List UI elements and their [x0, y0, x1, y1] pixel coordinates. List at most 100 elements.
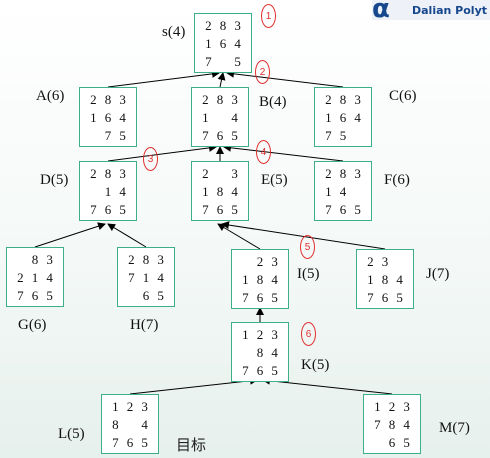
node-I: 2 3 1 8 4 7 6 5 — [231, 249, 289, 309]
tile: 7 — [205, 53, 212, 69]
tile: 6 — [126, 434, 134, 450]
tile — [213, 164, 228, 182]
node-E: 2 3 1 8 4 7 6 5 — [191, 161, 249, 221]
tile: 2 — [17, 269, 24, 285]
tile: 5 — [271, 362, 278, 378]
tile — [216, 52, 231, 70]
node-label-s: s(4) — [162, 24, 186, 40]
edge-C-s — [226, 69, 344, 88]
tile: 6 — [31, 287, 39, 303]
tile: 2 — [90, 91, 97, 107]
tile: 5 — [46, 287, 53, 303]
tile: 1 — [374, 398, 381, 414]
tile: 5 — [403, 434, 410, 450]
tile: 1 — [205, 35, 212, 51]
node-label-G: G(6) — [18, 317, 47, 333]
node-L: 1 2 3 8 4 7 6 5 — [101, 394, 159, 454]
tile: 3 — [46, 251, 53, 267]
tile: 7 — [17, 287, 24, 303]
tile: 7 — [112, 434, 119, 450]
tile — [370, 433, 385, 451]
tile: 5 — [271, 289, 278, 305]
tile: 4 — [231, 109, 238, 125]
tile: 6 — [388, 434, 396, 450]
tile: 1 — [31, 269, 39, 285]
tile: 8 — [381, 271, 389, 287]
tile: 5 — [119, 201, 126, 217]
node-D: 2 8 3 1 4 7 6 5 — [79, 161, 137, 221]
node-K: 1 2 3 8 4 7 6 5 — [231, 322, 289, 382]
tile — [13, 250, 28, 268]
tile: 6 — [256, 362, 264, 378]
tile: 3 — [234, 17, 241, 33]
tile: 6 — [219, 35, 227, 51]
tile: 4 — [119, 109, 126, 125]
order-badge-K: 6 — [301, 322, 316, 346]
tile: 6 — [256, 289, 264, 305]
tile: 2 — [256, 253, 264, 269]
tile: 4 — [354, 109, 361, 125]
node-label-K: K(5) — [301, 357, 330, 373]
node-H: 2 8 3 7 1 4 6 5 — [117, 247, 175, 307]
node-label-B: B(4) — [259, 94, 287, 110]
tile: 5 — [396, 289, 403, 305]
node-label-I: I(5) — [297, 266, 320, 282]
order-badge-B: 2 — [255, 60, 270, 84]
tile: 6 — [216, 201, 224, 217]
node-A: 2 8 3 1 6 4 7 5 — [79, 87, 137, 147]
tile: 8 — [216, 91, 224, 107]
tile: 6 — [104, 201, 112, 217]
tile: 3 — [119, 165, 126, 181]
tile: 6 — [216, 127, 224, 143]
tile: 1 — [325, 109, 332, 125]
goal-label: 目标 — [176, 436, 207, 454]
tile: 7 — [325, 127, 332, 143]
tile: 1 — [242, 271, 249, 287]
order-badge-s: 1 — [261, 4, 276, 28]
tile: 1 — [104, 183, 112, 199]
tile: 3 — [231, 165, 238, 181]
tile: 8 — [104, 165, 112, 181]
tile: 8 — [339, 91, 347, 107]
edge-B-s — [217, 72, 226, 88]
tile — [238, 343, 253, 361]
tile: 7 — [202, 127, 209, 143]
tile: 2 — [126, 398, 134, 414]
tile: 5 — [234, 53, 241, 69]
tile: 4 — [271, 271, 278, 287]
node-J: 2 3 1 8 4 7 6 5 — [356, 249, 414, 309]
tile — [350, 182, 365, 200]
tile: 2 — [256, 326, 264, 342]
tile: 3 — [231, 91, 238, 107]
tile: 5 — [231, 127, 238, 143]
tile: 8 — [256, 271, 264, 287]
tile — [124, 286, 139, 304]
edge-D-B — [107, 143, 217, 162]
tile: 4 — [234, 35, 241, 51]
node-G: 8 3 2 1 4 7 6 5 — [6, 247, 64, 307]
tile: 4 — [396, 271, 403, 287]
tile: 7 — [104, 127, 112, 143]
tile: 2 — [202, 165, 209, 181]
tile: 8 — [256, 344, 264, 360]
node-label-J: J(7) — [426, 266, 450, 282]
tile: 3 — [141, 398, 148, 414]
tile: 4 — [157, 269, 164, 285]
tile: 3 — [119, 91, 126, 107]
tile: 6 — [381, 289, 389, 305]
tile: 3 — [403, 398, 410, 414]
tile: 5 — [119, 127, 126, 143]
tile: 1 — [367, 271, 374, 287]
tile: 1 — [142, 269, 150, 285]
tile: 4 — [46, 269, 53, 285]
tile: 8 — [339, 165, 347, 181]
tile — [123, 415, 138, 433]
order-badge-D: 3 — [143, 147, 158, 171]
node-B: 2 8 3 1 4 7 6 5 — [191, 87, 249, 147]
tile: 7 — [202, 201, 209, 217]
university-logo: α Dalian Polyt — [372, 0, 490, 24]
edge-M-K — [262, 376, 393, 395]
tile: 3 — [271, 326, 278, 342]
node-label-F: F(6) — [384, 172, 410, 188]
